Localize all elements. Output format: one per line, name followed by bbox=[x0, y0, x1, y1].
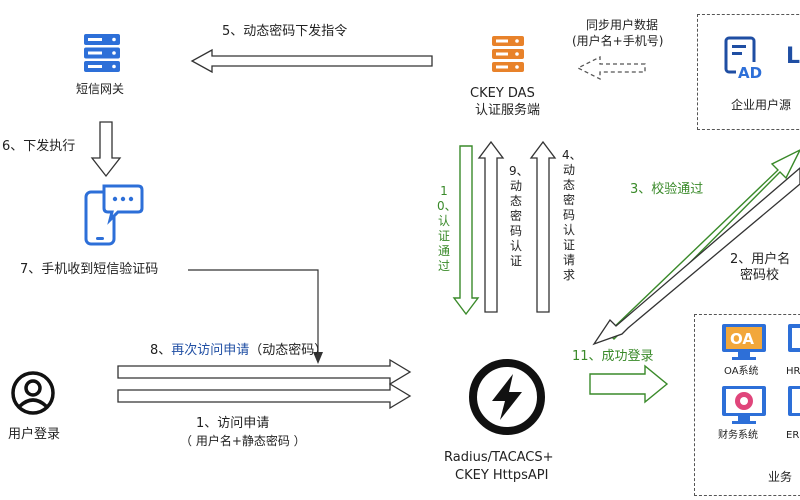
enterprise-source-label: 企业用户源 bbox=[731, 98, 792, 112]
user-avatar-icon bbox=[10, 370, 56, 420]
step-8-label: 8、再次访问申请（动态密码） bbox=[150, 343, 327, 359]
das-subtitle: 认证服务端 bbox=[475, 103, 541, 118]
finance-monitor-icon bbox=[720, 384, 768, 430]
step-10-label: 10、认证通过 bbox=[437, 184, 457, 273]
arrow-step-6 bbox=[90, 121, 122, 178]
smartphone-message-icon bbox=[84, 182, 144, 252]
ad-badge-text: AD bbox=[738, 64, 762, 82]
arrow-step-4 bbox=[529, 140, 557, 313]
erp-system-label: ER bbox=[786, 430, 800, 441]
step-4-label: 4、动态密码认证请求 bbox=[562, 148, 582, 282]
step-3-label: 3、校验通过 bbox=[630, 182, 704, 197]
business-systems-box bbox=[694, 314, 800, 496]
radius-subtitle: CKEY HttpsAPI bbox=[455, 468, 549, 483]
server-stack-icon bbox=[82, 32, 122, 78]
business-label: 业务 bbox=[768, 470, 793, 484]
step-1-label-line2: （ 用户名+静态密码 ） bbox=[180, 434, 306, 448]
step-11-label: 11、成功登录 bbox=[572, 349, 654, 364]
arrow-step-7 bbox=[188, 269, 319, 354]
sync-label-line2: (用户名+手机号) bbox=[572, 34, 664, 48]
sync-label-line1: 同步用户数据 bbox=[586, 18, 659, 32]
step-7-label: 7、手机收到短信验证码 bbox=[20, 262, 159, 277]
step-8-suffix: （动态密码） bbox=[249, 343, 328, 358]
user-login-label: 用户登录 bbox=[8, 427, 61, 442]
oa-badge-text: OA bbox=[730, 330, 754, 348]
lightning-circle-icon bbox=[466, 356, 548, 442]
step-9-label: 9、动态密码认证 bbox=[509, 164, 529, 268]
arrow-step-10 bbox=[452, 145, 480, 316]
arrow-step-1 bbox=[117, 382, 412, 410]
step-6-label: 6、下发执行 bbox=[2, 139, 76, 154]
arrow-step-5 bbox=[190, 48, 433, 74]
step-2-label-line2: 密码校 bbox=[740, 268, 780, 283]
ad-directory-icon: AD bbox=[722, 36, 768, 86]
hr-system-label: HR bbox=[786, 366, 800, 377]
sms-gateway-label: 短信网关 bbox=[76, 82, 125, 96]
step-2-label-line1: 2、用户名 bbox=[730, 252, 791, 267]
hr-monitor-icon bbox=[786, 322, 800, 366]
oa-monitor-icon: OA bbox=[720, 322, 768, 366]
ldap-icon: L bbox=[786, 44, 800, 69]
enterprise-source-box bbox=[697, 14, 800, 130]
step-5-label: 5、动态密码下发指令 bbox=[222, 24, 348, 39]
erp-monitor-icon bbox=[786, 384, 800, 430]
step-1-label-line1: 1、访问申请 bbox=[196, 416, 270, 431]
das-title: CKEY DAS bbox=[470, 86, 535, 101]
step-8-main: 再次访问申请 bbox=[171, 343, 250, 358]
oa-system-label: OA系统 bbox=[724, 366, 759, 377]
arrow-step-2 bbox=[592, 167, 800, 346]
arrow-sync bbox=[576, 55, 646, 81]
arrow-step-8 bbox=[117, 358, 412, 386]
arrow-step-9 bbox=[477, 140, 505, 313]
arrow-step-11 bbox=[589, 364, 669, 404]
radius-title: Radius/TACACS+ bbox=[444, 450, 554, 465]
server-stack-icon bbox=[490, 34, 526, 78]
step-8-prefix: 8、 bbox=[150, 343, 172, 358]
finance-system-label: 财务系统 bbox=[718, 430, 758, 441]
